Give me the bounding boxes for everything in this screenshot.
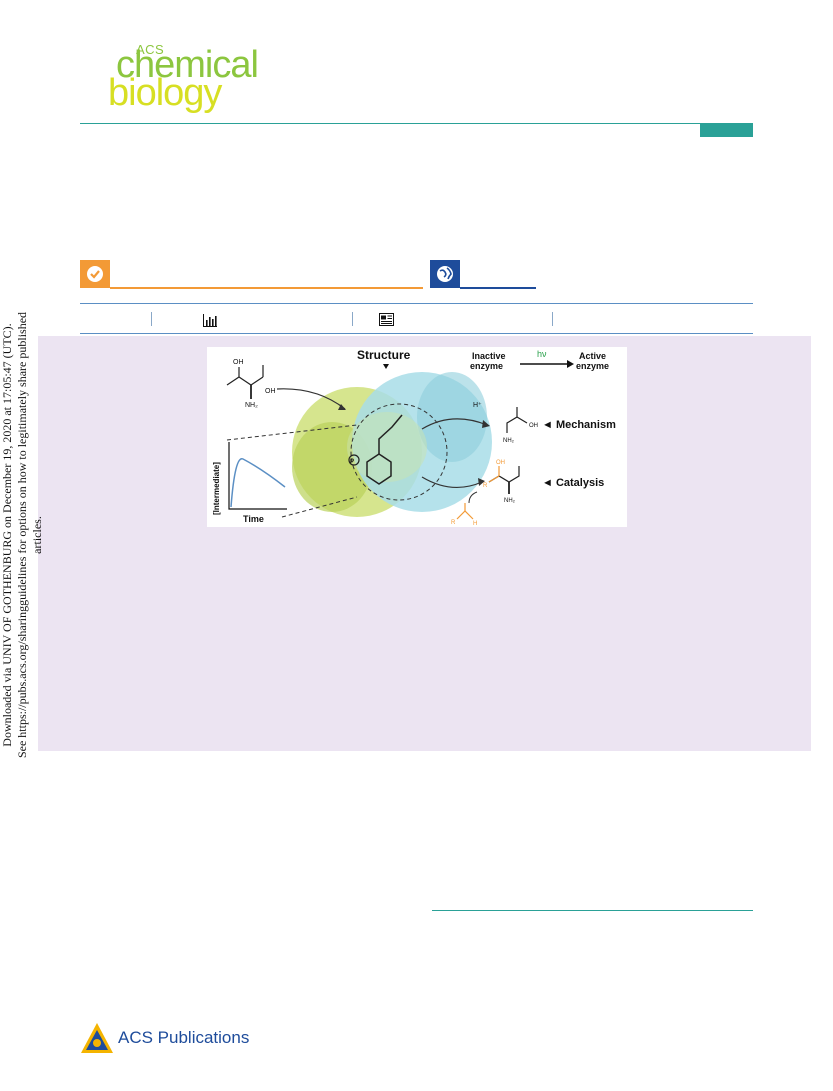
mechanism-label: ◄ Mechanism — [542, 419, 616, 431]
oh-label: OH — [265, 388, 276, 395]
logo-chemical-text: chemical — [116, 44, 259, 86]
header-rule — [80, 123, 753, 124]
light-label: hν — [537, 349, 547, 359]
protein-structure — [292, 372, 492, 517]
active-label: Active — [579, 351, 606, 361]
r-label: R — [483, 483, 488, 489]
h-label: H — [473, 521, 477, 527]
access-badge-orange[interactable] — [80, 260, 110, 288]
aldehyde-molecule — [456, 503, 474, 520]
glycine-molecule — [506, 407, 528, 433]
metrics-separator — [352, 312, 353, 326]
oh-label: OH — [233, 359, 244, 366]
hplus-label: H⁺ — [473, 402, 482, 409]
footnote-rule — [432, 910, 753, 911]
arrowhead — [478, 478, 485, 486]
metrics-separator — [151, 312, 152, 326]
sharing-note-line: See https://pubs.acs.org/sharingguidelin… — [15, 311, 44, 759]
metrics-separator — [552, 312, 553, 326]
journal-logo: ACS chemical biology — [108, 38, 273, 118]
metrics-bar-bottom-rule — [80, 333, 753, 334]
active-label: enzyme — [576, 361, 609, 371]
down-arrow-icon — [383, 364, 389, 369]
arrow-out — [421, 418, 488, 430]
logo-acs-text: ACS — [136, 42, 165, 57]
oh-label-orange: OH — [496, 460, 505, 466]
newspaper-icon[interactable] — [379, 313, 394, 326]
access-badge-blue[interactable] — [430, 260, 460, 288]
download-watermark: Downloaded via UNIV OF GOTHENBURG on Dec… — [0, 310, 44, 760]
nh2-label: NH₂ — [245, 402, 258, 409]
arrowhead — [482, 420, 490, 428]
structure-label: Structure — [357, 348, 411, 362]
bar-chart-icon[interactable] — [203, 314, 217, 327]
arrow-in — [276, 388, 346, 410]
oh-label: OH — [529, 423, 538, 429]
kinetics-inset — [226, 424, 358, 518]
check-icon — [87, 266, 103, 282]
header-tab — [700, 123, 753, 137]
arrowhead — [567, 360, 574, 368]
arrow-in — [468, 491, 478, 504]
threonine-molecule — [226, 365, 264, 399]
x-axis-label: Time — [243, 514, 264, 524]
logo-biology-text: biology — [108, 72, 222, 114]
metrics-bar-top-rule — [80, 303, 753, 304]
acs-publications-logo-icon — [81, 1023, 113, 1053]
inactive-label: enzyme — [470, 361, 503, 371]
globe-icon — [437, 266, 453, 282]
access-line-blue — [460, 287, 536, 289]
y-axis-label: [Intermediate] — [212, 462, 221, 515]
nh2-label: NH₂ — [504, 498, 516, 504]
arrow-out — [421, 476, 483, 489]
inactive-label: Inactive — [472, 351, 506, 361]
catalysis-label: ◄ Catalysis — [542, 477, 604, 489]
nh2-label: NH₂ — [503, 438, 515, 444]
product-molecule — [488, 466, 520, 494]
phosphate-label: P — [350, 459, 354, 465]
acs-publications-label: ACS Publications — [118, 1028, 250, 1047]
r-label: R — [451, 520, 456, 526]
toc-graphic: OH OH NH₂ Structure Inactive enzyme hν A… — [207, 347, 627, 527]
arrowhead — [338, 404, 346, 410]
access-line-orange — [110, 287, 423, 289]
download-note-line: Downloaded via UNIV OF GOTHENBURG on Dec… — [0, 323, 14, 747]
